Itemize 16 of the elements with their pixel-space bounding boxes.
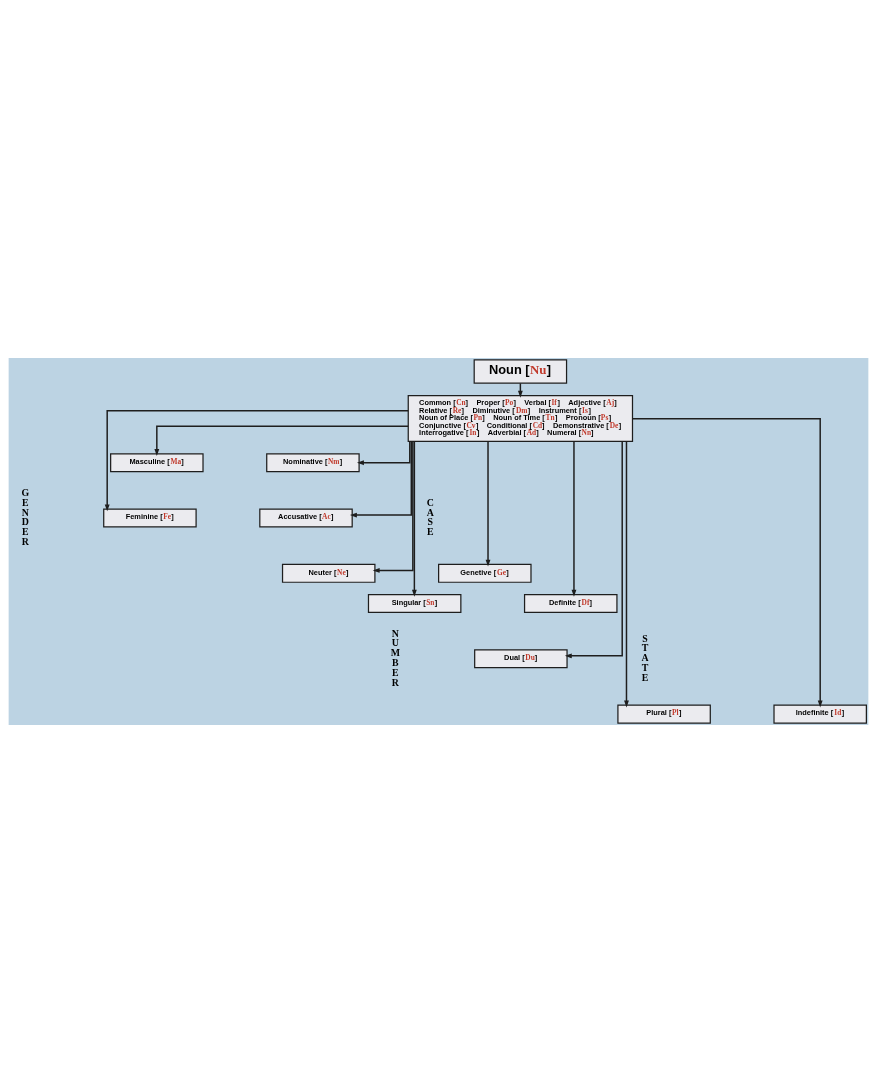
label: NUMBER (390, 627, 401, 688)
arrow (485, 440, 491, 567)
arrow (349, 440, 413, 517)
label: CASE (426, 496, 434, 537)
arrow (564, 440, 623, 658)
arrow (154, 424, 409, 456)
arrow (357, 440, 411, 465)
arrow (571, 440, 577, 597)
label: GENDER (21, 486, 30, 547)
arrow (104, 409, 409, 511)
arrow (372, 440, 414, 573)
label: STATE (641, 632, 649, 683)
arrow (631, 417, 823, 707)
arrow (624, 440, 629, 707)
node-box: Noun [Nu] (473, 358, 568, 384)
arrow (411, 440, 417, 597)
